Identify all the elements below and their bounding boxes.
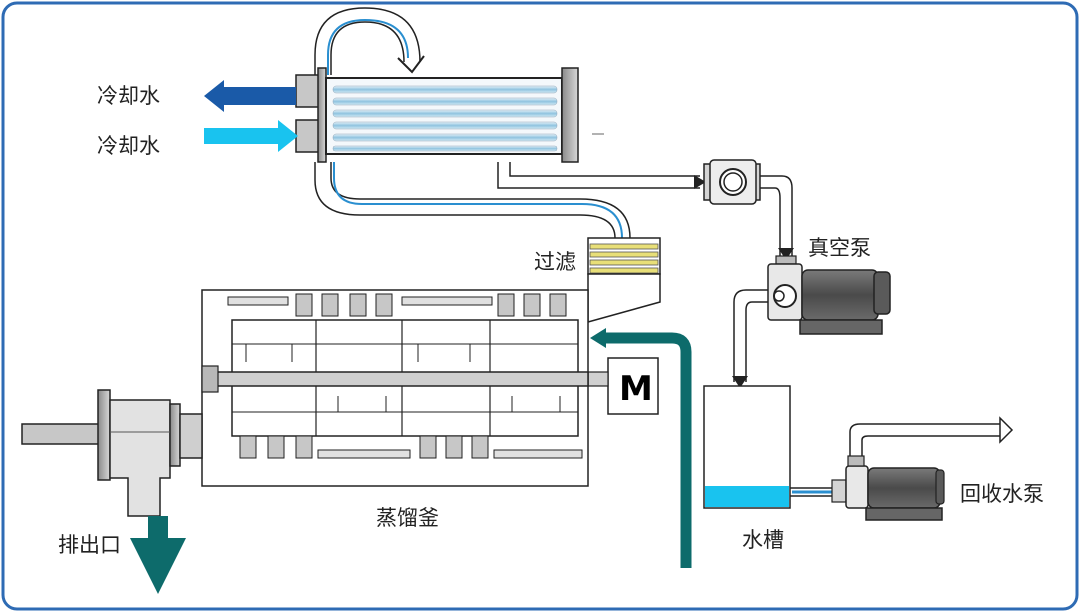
condenser (295, 6, 604, 163)
vacuum-line (497, 159, 797, 265)
loop-arrow-icon (397, 55, 425, 74)
condenser-return-loop (315, 6, 420, 75)
discharge-label: 排出口 (58, 533, 121, 557)
vacuum-pump-label: 真空泵 (808, 236, 871, 260)
vapour-pipe (314, 162, 616, 239)
steam-inlet-arrow-icon (590, 328, 606, 348)
motor (583, 357, 659, 415)
motor-label: M (619, 369, 653, 409)
still-label: 蒸馏釜 (376, 506, 439, 530)
filter (587, 237, 661, 323)
still (201, 289, 589, 487)
recovery-outlet-arrow-icon (999, 416, 1014, 444)
water-tank-label: 水槽 (742, 528, 784, 552)
cooling-water-in-arrow (204, 120, 298, 152)
recovery-pump (831, 416, 1014, 521)
water-tank (703, 385, 842, 509)
steam-inlet-pipe (604, 332, 692, 568)
filter-label: 过滤 (534, 250, 576, 274)
vacuum-pump (732, 263, 891, 388)
cooling-water-out-label: 冷却水 (97, 84, 160, 108)
cooling-water-out-arrow (204, 80, 296, 112)
cooling-water-in-label: 冷却水 (97, 134, 160, 158)
discharge-arrow-icon (130, 516, 186, 594)
water-level (705, 486, 789, 507)
discharge-housing (21, 389, 203, 517)
recovery-pump-label: 回收水泵 (960, 482, 1044, 506)
